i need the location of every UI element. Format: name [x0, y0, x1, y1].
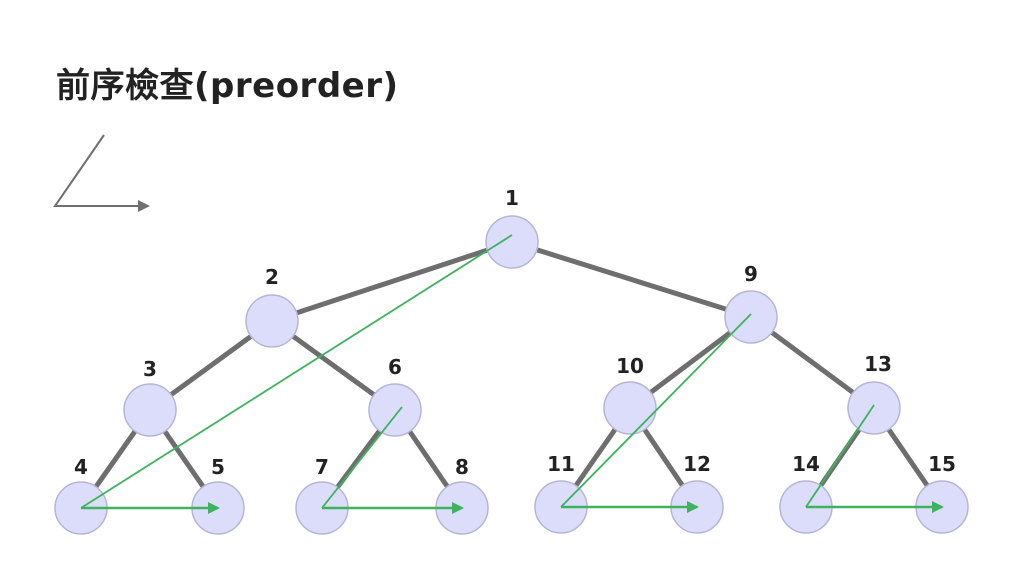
node-label-15: 15 — [928, 452, 956, 476]
node-label-1: 1 — [505, 186, 519, 210]
tree-nodes — [54, 215, 969, 535]
traversal-segment-6-7 — [321, 406, 403, 509]
node-label-6: 6 — [388, 355, 402, 379]
traversal-segment-9-11 — [560, 313, 752, 508]
tree-node-9 — [724, 290, 778, 344]
node-label-14: 14 — [792, 452, 820, 476]
node-label-9: 9 — [744, 262, 758, 286]
node-label-13: 13 — [864, 352, 892, 376]
tree-node-6 — [368, 383, 422, 437]
node-label-7: 7 — [315, 455, 329, 479]
preorder-traversal-path — [80, 234, 944, 514]
tree-edge-1-9 — [511, 239, 752, 320]
node-label-12: 12 — [683, 452, 711, 476]
node-label-3: 3 — [143, 357, 157, 381]
tree-node-10 — [603, 381, 657, 435]
slide-title: 前序檢查(preorder) — [56, 66, 399, 106]
tree-edge-1-2 — [271, 239, 513, 324]
tree-node-13 — [847, 381, 901, 435]
node-label-11: 11 — [547, 452, 575, 476]
node-label-2: 2 — [265, 265, 279, 289]
node-label-8: 8 — [455, 455, 469, 479]
node-label-4: 4 — [74, 455, 88, 479]
tree-node-1 — [485, 215, 539, 269]
tree-node-3 — [123, 383, 177, 437]
node-label-10: 10 — [616, 354, 644, 378]
tree-node-2 — [245, 294, 299, 348]
traversal-segment-13-14 — [805, 404, 875, 508]
node-label-5: 5 — [211, 455, 225, 479]
preorder-legend-arrow-icon — [53, 134, 150, 212]
traversal-segment-1-4 — [80, 234, 513, 509]
